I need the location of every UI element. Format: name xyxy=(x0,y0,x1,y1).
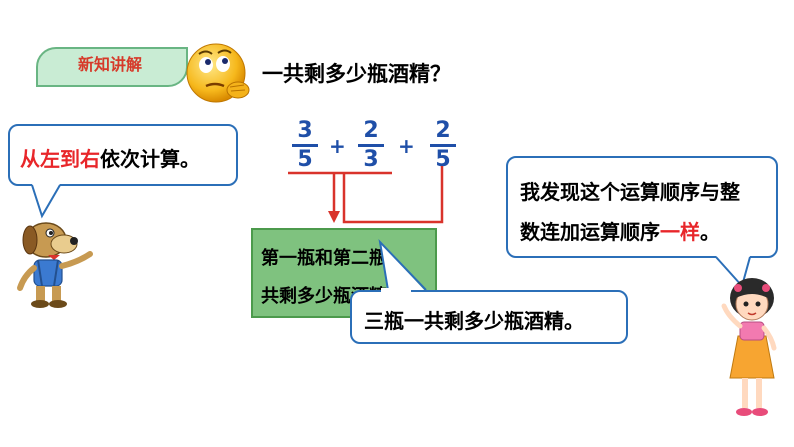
left-bubble-tail xyxy=(31,184,61,219)
fraction-3-denominator: 5 xyxy=(435,147,451,172)
bottom-bubble-text: 三瓶一共剩多少瓶酒精。 xyxy=(364,309,584,333)
right-bubble-line-2-prefix: 数连加运算顺序 xyxy=(520,220,660,244)
right-speech-bubble: 我发现这个运算顺序与整 数连加运算顺序一样。 xyxy=(506,156,778,258)
right-bubble-line-1: 我发现这个运算顺序与整 xyxy=(520,180,740,204)
fraction-1-denominator: 5 xyxy=(297,147,313,172)
right-bubble-line-2-suffix: 。 xyxy=(700,220,720,244)
bottom-bubble-tail-join xyxy=(381,288,411,292)
fraction-3-bar xyxy=(430,144,456,147)
cartoon-dog-icon xyxy=(17,222,93,308)
fraction-2-bar xyxy=(358,144,384,147)
left-bubble-text: 从左到右依次计算。 xyxy=(20,143,200,172)
left-bubble-highlight: 从左到右 xyxy=(20,147,100,171)
section-tag xyxy=(36,47,188,87)
left-speech-bubble: 从左到右依次计算。 xyxy=(8,124,238,186)
fraction-1-numerator: 3 xyxy=(297,118,313,143)
fraction-1-bar xyxy=(292,144,318,147)
bottom-speech-bubble: 三瓶一共剩多少瓶酒精。 xyxy=(350,290,628,344)
right-bubble-highlight: 一样 xyxy=(660,220,700,244)
fraction-2-denominator: 3 xyxy=(363,147,379,172)
fraction-1: 3 5 xyxy=(290,118,320,173)
fraction-2: 2 3 xyxy=(356,118,386,173)
left-bubble-rest: 依次计算。 xyxy=(100,147,200,171)
fraction-2-numerator: 2 xyxy=(363,118,379,143)
green-box-line-1: 第一瓶和第二瓶 xyxy=(261,248,387,269)
question-text: 一共剩多少瓶酒精？ xyxy=(262,62,451,86)
section-tag-label: 新知讲解 xyxy=(77,55,142,74)
plus-operator-1: + xyxy=(329,134,346,158)
bottom-bubble-tail xyxy=(378,238,427,292)
plus-operator-2: + xyxy=(398,134,415,158)
cartoon-girl-icon xyxy=(721,278,777,416)
fraction-3-numerator: 2 xyxy=(435,118,451,143)
right-bubble-line-2: 数连加运算顺序一样。 xyxy=(520,216,720,245)
fraction-3: 2 5 xyxy=(428,118,458,173)
thinking-face-icon xyxy=(186,43,250,103)
